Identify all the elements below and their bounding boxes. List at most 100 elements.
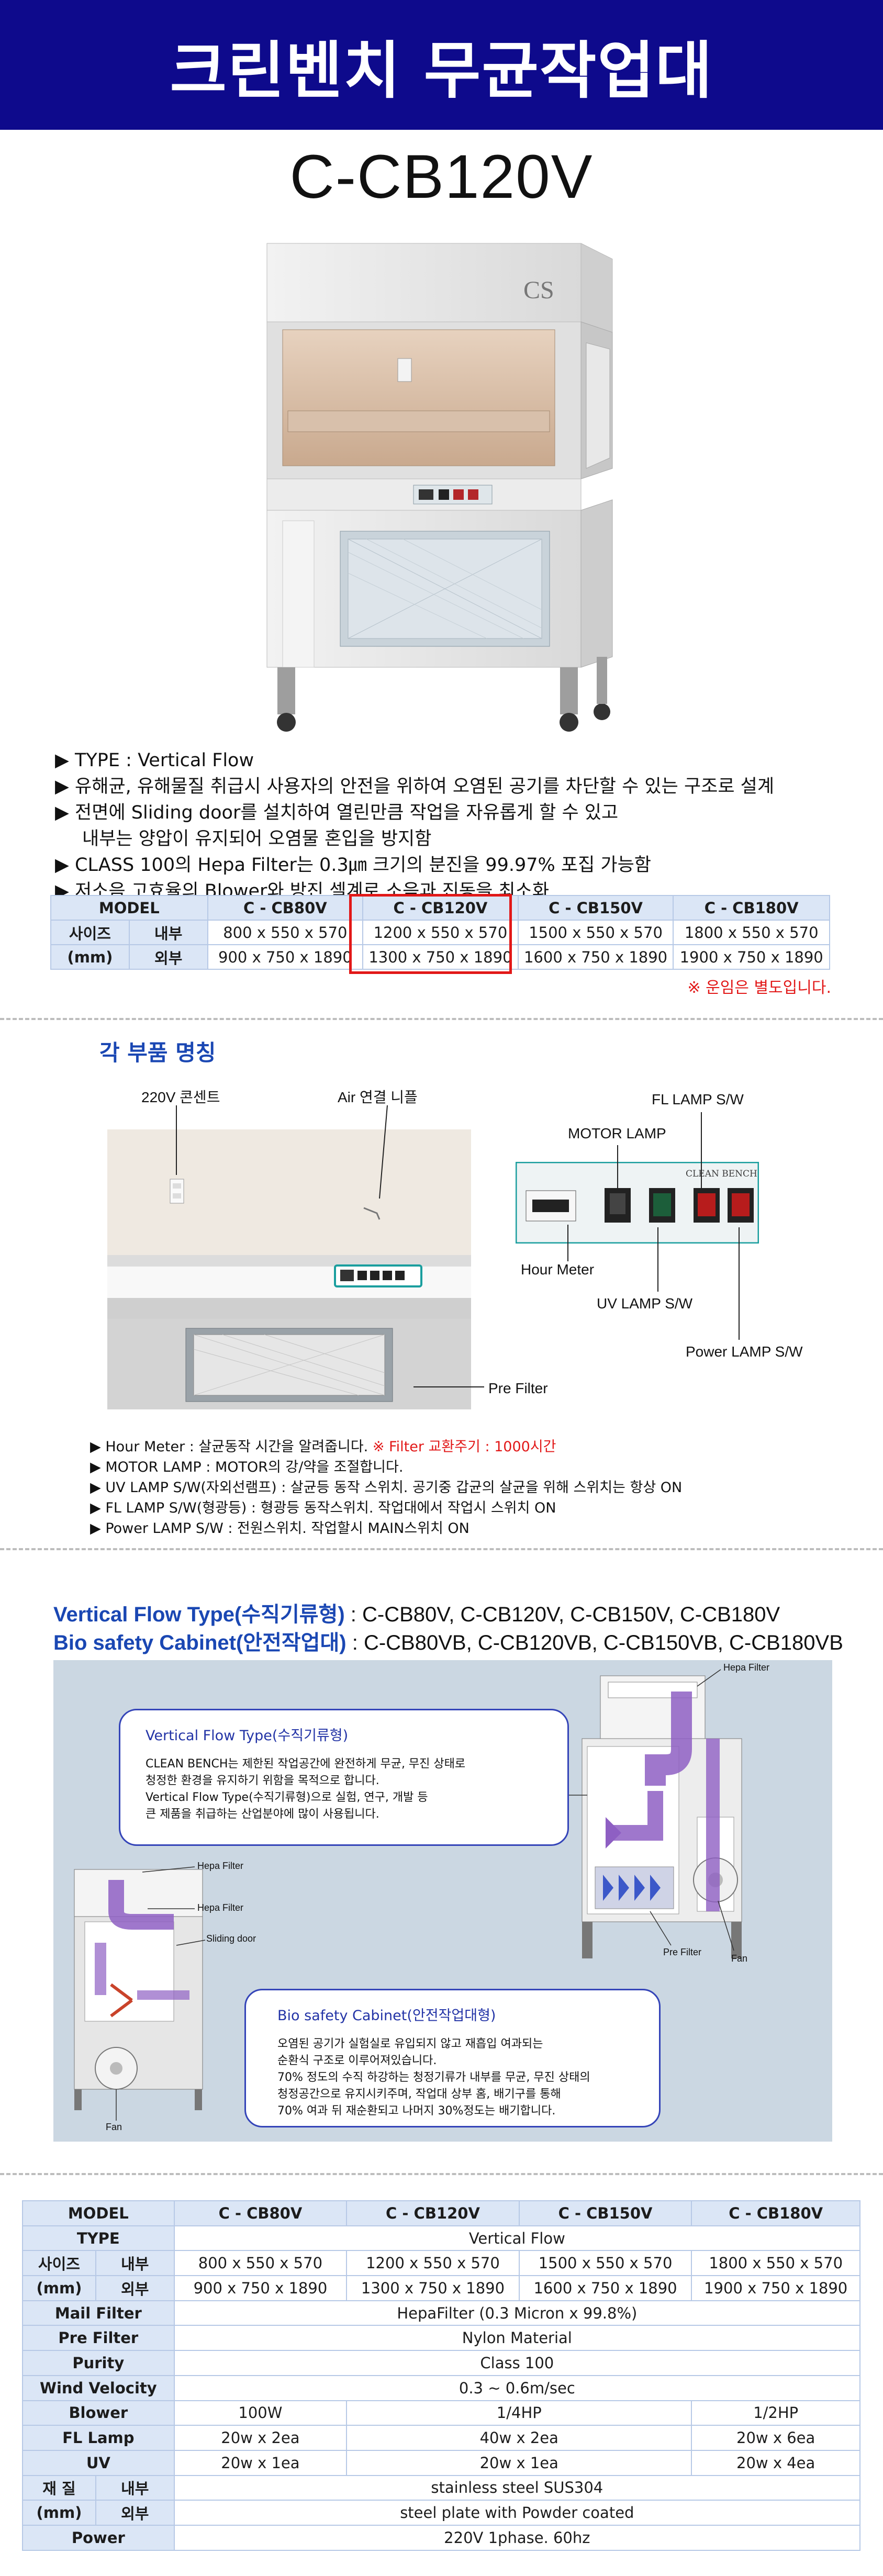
table-cell: HepaFilter (0.3 Micron x 99.8%) — [173, 2300, 861, 2326]
panel-brand: CLEAN BENCH — [686, 1169, 757, 1179]
sliding-door-label: Sliding door — [206, 1933, 256, 1944]
table-row: 사이즈 내부 800 x 550 x 570 1200 x 550 x 570 … — [50, 920, 830, 945]
row-label: UV — [22, 2449, 175, 2476]
table-cell: 1300 x 750 x 1890 — [362, 944, 519, 970]
table-cell: 1/2HP — [691, 2400, 860, 2426]
row-label: 사이즈 — [22, 2250, 96, 2277]
table-cell: 1600 x 750 x 1890 — [517, 944, 674, 970]
parts-description-item: ▶ FL LAMP S/W(형광등) : 형광등 동작스위치. 작업대에서 작업… — [90, 1500, 556, 1516]
table-row: 사이즈 내부 800 x 550 x 570 1200 x 550 x 570 … — [22, 2250, 860, 2277]
pre-filter-label: Pre Filter — [488, 1380, 548, 1396]
shipping-note: ※ 운임은 별도입니다. — [687, 979, 831, 997]
table-cell: 20w x 1ea — [173, 2449, 348, 2476]
model-cell: C - CB120V — [362, 895, 519, 921]
card-body: 오염된 공기가 실험실로 유입되지 않고 재흡입 여과되는 순환식 구조로 이루… — [277, 2037, 590, 2118]
hepa-filter-label-left-2: Hepa Filter — [197, 1902, 244, 1913]
row-label: Mail Filter — [22, 2300, 175, 2326]
outlet-label: 220V 콘센트 — [141, 1089, 220, 1105]
table-cell: 20w x 2ea — [173, 2425, 348, 2451]
table-cell: Vertical Flow — [173, 2225, 861, 2252]
table-cell: 1500 x 550 x 570 — [518, 2250, 692, 2277]
table-cell: 900 x 750 x 1890 — [173, 2275, 348, 2301]
table-row: Mail Filter HepaFilter (0.3 Micron x 99.… — [22, 2300, 861, 2326]
pre-filter-label-right: Pre Filter — [663, 1947, 702, 1957]
hepa-filter-label-left-1: Hepa Filter — [197, 1861, 244, 1871]
table-cell: 1200 x 550 x 570 — [362, 920, 519, 945]
card-title: Vertical Flow Type(수직기류형) — [146, 1728, 349, 1744]
row-label: 내부 — [95, 2250, 175, 2277]
table-row: MODEL C - CB80V C - CB120V C - CB150V C … — [50, 895, 830, 921]
filter-cycle-note: ※ Filter 교환주기 : 1000시간 — [372, 1439, 556, 1455]
parts-description-item: ▶ MOTOR LAMP : MOTOR의 강/약을 조절합니다. — [90, 1459, 404, 1475]
table-cell: 1200 x 550 x 570 — [346, 2250, 520, 2277]
section-divider — [0, 2173, 883, 2175]
parts-description-item: ▶ UV LAMP S/W(자외선램프) : 살균등 동작 스위치. 공기중 갑… — [90, 1480, 683, 1496]
row-label: 외부 — [95, 2500, 175, 2526]
parts-description-item: ▶ Hour Meter : 살균동작 시간을 알려줍니다. ※ Filter … — [90, 1439, 556, 1455]
card-body: CLEAN BENCH는 제한된 작업공간에 완전하게 무균, 무진 상태로 청… — [146, 1757, 466, 1821]
cabinet-mark: CS — [523, 276, 554, 304]
unit-label: (mm) — [50, 944, 130, 970]
model-cell: C - CB150V — [518, 2200, 692, 2226]
table-cell: 20w x 1ea — [346, 2449, 692, 2476]
table-cell: 1600 x 750 x 1890 — [518, 2275, 692, 2301]
uv-lamp-label: UV LAMP S/W — [597, 1295, 693, 1312]
table-cell: 0.3 ~ 0.6m/sec — [173, 2375, 861, 2401]
table-cell: 100W — [173, 2400, 348, 2426]
fan-label-left: Fan — [106, 2122, 122, 2132]
table-cell: 1300 x 750 x 1890 — [346, 2275, 520, 2301]
row-label: Wind Velocity — [22, 2375, 175, 2401]
table-cell: steel plate with Powder coated — [173, 2500, 861, 2526]
table-row: (mm) 외부 steel plate with Powder coated — [22, 2500, 861, 2526]
feature-item: ▶ 전면에 Sliding door를 설치하여 열린만큼 작업을 자유롭게 할… — [55, 802, 619, 823]
model-header: MODEL — [22, 2200, 175, 2226]
model-title: C-CB120V — [289, 142, 594, 211]
table-cell: 20w x 6ea — [691, 2425, 860, 2451]
control-panel-photo: CLEAN BENCH — [516, 1162, 759, 1244]
row-label: (mm) — [22, 2500, 96, 2526]
feature-item: ▶ CLASS 100의 Hepa Filter는 0.3㎛ 크기의 분진을 9… — [55, 855, 652, 876]
row-label: Pre Filter — [22, 2325, 175, 2351]
section-divider — [0, 1548, 883, 1550]
model-cell: C - CB80V — [173, 2200, 348, 2226]
feature-item: ▶ 유해균, 유해물질 취급시 사용자의 안전을 위하여 오염된 공기를 차단할… — [55, 776, 775, 797]
table-row: Blower 100W 1/4HP 1/2HP — [22, 2400, 860, 2426]
fl-lamp-label: FL LAMP S/W — [652, 1091, 744, 1107]
power-lamp-label: Power LAMP S/W — [686, 1343, 803, 1360]
fan-label-right: Fan — [731, 1953, 748, 1964]
table-cell: 1800 x 550 x 570 — [673, 920, 830, 945]
row-label: 내부 — [95, 2474, 175, 2501]
model-cell: C - CB80V — [207, 895, 364, 921]
table-row: (mm) 외부 900 x 750 x 1890 1300 x 750 x 18… — [22, 2275, 860, 2301]
table-cell: stainless steel SUS304 — [173, 2474, 861, 2501]
inner-label: 내부 — [128, 920, 208, 945]
type-list: Vertical Flow Type(수직기류형) : C-CB80V, C-C… — [53, 1600, 843, 1657]
parts-description-item: ▶ Power LAMP S/W : 전원스위치. 작업할시 MAIN스위치 O… — [90, 1520, 470, 1537]
motor-lamp-label: MOTOR LAMP — [568, 1125, 666, 1141]
bio-safety-card: Bio safety Cabinet(안전작업대형) 오염된 공기가 실험실로 … — [244, 1989, 661, 2127]
selected-model-highlight — [349, 894, 512, 974]
spec-table: MODEL C - CB80V C - CB120V C - CB150V C … — [22, 2200, 861, 2551]
model-cell: C - CB180V — [691, 2200, 860, 2226]
hour-meter-label: Hour Meter — [521, 1261, 595, 1278]
table-row: MODEL C - CB80V C - CB120V C - CB150V C … — [22, 2200, 860, 2226]
table-cell: Nylon Material — [173, 2325, 861, 2351]
title-banner: 크린벤치 무균작업대 — [0, 0, 883, 130]
table-cell: Class 100 — [173, 2350, 861, 2376]
table-cell: 1/4HP — [346, 2400, 692, 2426]
table-cell: 1500 x 550 x 570 — [517, 920, 674, 945]
type-line-vertical: Vertical Flow Type(수직기류형) : C-CB80V, C-C… — [53, 1603, 780, 1626]
model-header: MODEL — [50, 895, 208, 921]
table-cell: 1900 x 750 x 1890 — [691, 2275, 860, 2301]
table-cell: 40w x 2ea — [346, 2425, 692, 2451]
row-label: 외부 — [95, 2275, 175, 2301]
air-nipple-label: Air 연결 니플 — [338, 1089, 418, 1105]
table-cell: 1900 x 750 x 1890 — [673, 944, 830, 970]
cabinet-interior-photo — [107, 1129, 471, 1409]
parts-description-list: ▶ Hour Meter : 살균동작 시간을 알려줍니다. ※ Filter … — [90, 1437, 682, 1539]
feature-item: 내부는 양압이 유지되어 오염물 혼입을 방지함 — [82, 828, 432, 849]
table-row: (mm) 외부 900 x 750 x 1890 1300 x 750 x 18… — [50, 944, 830, 970]
outer-label: 외부 — [128, 944, 208, 970]
model-cell: C - CB180V — [673, 895, 830, 921]
size-table: MODEL C - CB80V C - CB120V C - CB150V C … — [50, 895, 830, 970]
